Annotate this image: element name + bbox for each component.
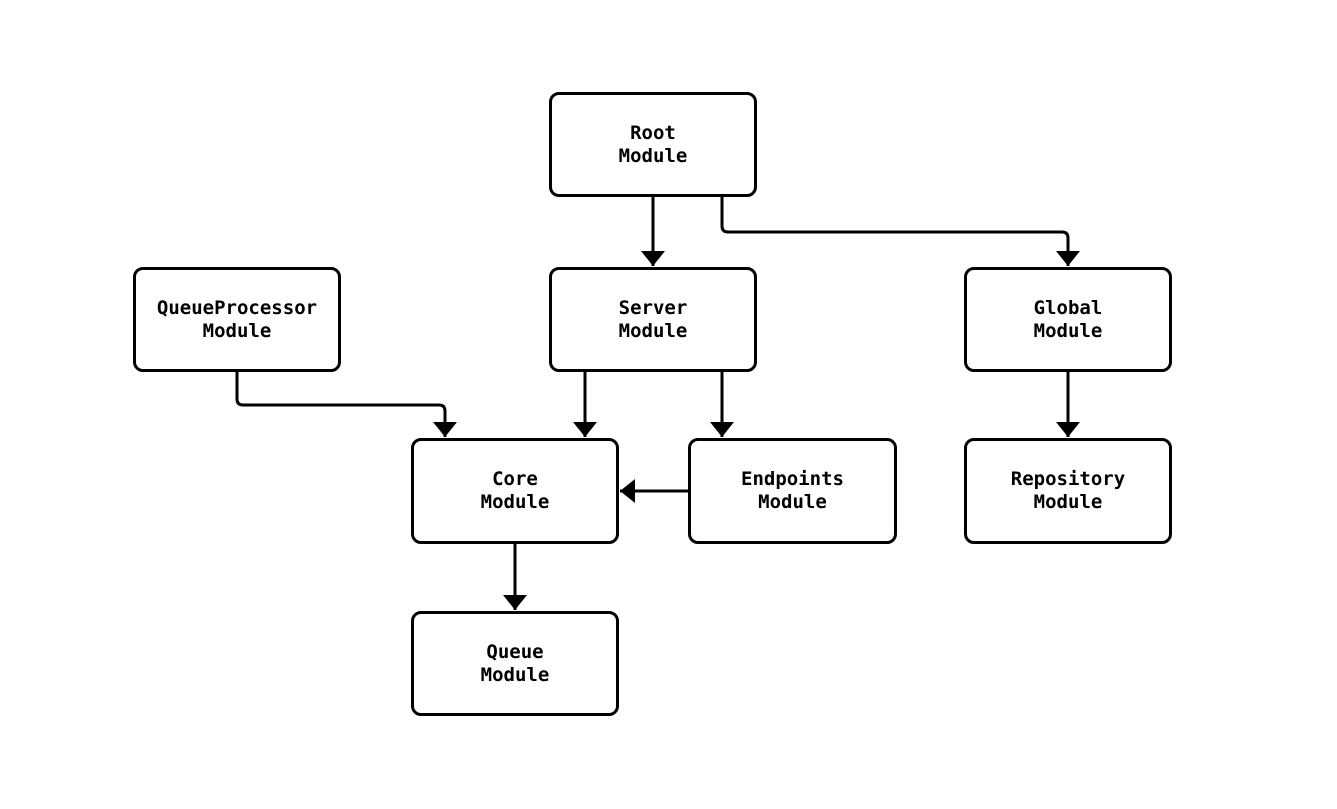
node-label-endpoints-module: Endpoints Module	[741, 468, 844, 513]
node-label-server-module: Server Module	[618, 296, 688, 342]
node-endpoints-module: Endpoints Module	[688, 438, 897, 544]
node-root-module: Root Module	[549, 92, 757, 197]
node-repository-module: Repository Module	[964, 438, 1172, 544]
node-label-queue-module: Queue Module	[480, 640, 550, 686]
edges-group	[235, 197, 1080, 610]
node-server-module: Server Module	[549, 267, 757, 372]
node-label-core-module: Core Module	[480, 468, 550, 513]
edge-queueprocessor-module-to-core-module	[235, 372, 457, 437]
node-label-queueprocessor-module: QueueProcessor Module	[156, 296, 318, 342]
node-label-repository-module: Repository Module	[1010, 468, 1126, 513]
node-core-module: Core Module	[411, 438, 619, 544]
node-queue-module: Queue Module	[411, 611, 619, 716]
edge-root-module-to-global-module	[720, 197, 1080, 266]
node-label-root-module: Root Module	[618, 121, 688, 167]
node-label-global-module: Global Module	[1033, 296, 1103, 342]
node-queueprocessor-module: QueueProcessor Module	[133, 267, 341, 372]
node-global-module: Global Module	[964, 267, 1172, 372]
